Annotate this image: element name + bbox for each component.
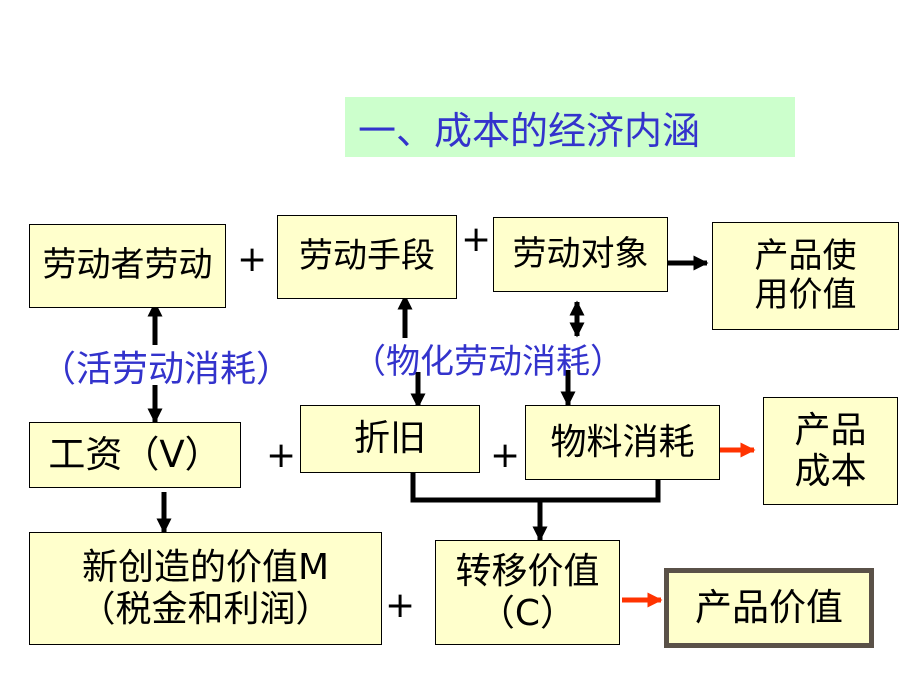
- box-use-value-line1: 产品使: [754, 235, 857, 276]
- box-transferred-value-line1: 转移价值: [455, 551, 600, 593]
- plus-operator-5: +: [385, 585, 416, 626]
- box-transferred-value: 转移价值 （C）: [435, 540, 620, 645]
- box-product-value-label: 产品价值: [695, 585, 843, 629]
- box-depreciation-label: 折旧: [353, 418, 426, 460]
- box-product-value: 产品价值: [664, 568, 874, 648]
- box-material-consumption: 物料消耗: [525, 405, 720, 480]
- box-use-value-line2: 用价值: [754, 275, 857, 315]
- box-wages-label: 工资（V）: [48, 432, 222, 476]
- box-living-labor: 劳动者劳动: [29, 224, 226, 308]
- box-wages: 工资（V）: [29, 422, 241, 488]
- note-living-labor-consumption: （活劳动消耗）: [40, 349, 293, 390]
- box-new-value-line2: （税金和利润）: [79, 588, 332, 630]
- box-means-of-labor: 劳动手段: [277, 215, 457, 299]
- note-materialized-labor-consumption: （物化劳动消耗）: [352, 342, 624, 382]
- box-transferred-value-line2: （C）: [478, 592, 577, 634]
- merge-bracket: [410, 473, 661, 503]
- box-use-value: 产品使 用价值: [712, 222, 899, 330]
- box-object-of-labor-label: 劳动对象: [512, 233, 649, 274]
- box-product-cost-line1: 产品: [794, 409, 867, 451]
- box-new-value: 新创造的价值M （税金和利润）: [29, 532, 382, 645]
- plus-operator-1: +: [237, 239, 268, 280]
- page-title: 一、成本的经济内涵: [358, 109, 701, 153]
- box-new-value-line1: 新创造的价值M: [81, 547, 330, 589]
- box-living-labor-label: 劳动者劳动: [42, 245, 213, 286]
- box-material-consumption-label: 物料消耗: [550, 421, 695, 463]
- plus-operator-2: +: [461, 219, 492, 260]
- plus-operator-3: +: [266, 435, 297, 476]
- box-means-of-labor-label: 劳动手段: [299, 236, 435, 277]
- box-object-of-labor: 劳动对象: [493, 217, 668, 292]
- plus-operator-4: +: [490, 435, 521, 476]
- box-depreciation: 折旧: [300, 405, 480, 473]
- box-product-cost: 产品 成本: [763, 397, 898, 505]
- title-banner: [345, 97, 795, 157]
- box-product-cost-line2: 成本: [794, 451, 867, 492]
